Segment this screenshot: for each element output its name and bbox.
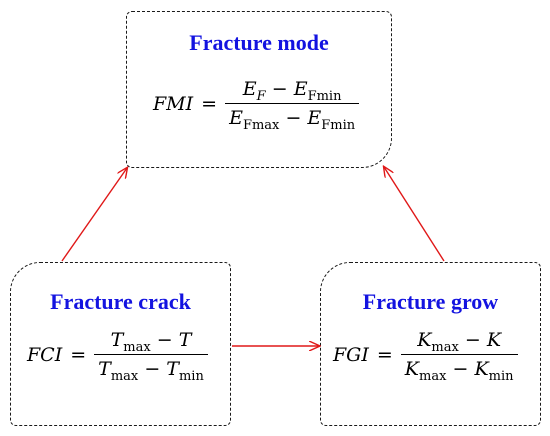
subscript: Fmin — [307, 89, 342, 104]
symbol-k: K — [404, 358, 419, 380]
fci-formula: FCI = Tmax − T Tmax − Tmin — [27, 329, 208, 383]
fmi-denominator: EFmax − EFmin — [225, 103, 360, 132]
subscript: min — [178, 369, 204, 384]
symbol-t: T — [178, 329, 192, 351]
subscript: max — [431, 340, 459, 355]
subscript: Fmin — [321, 118, 356, 133]
fmi-formula: FMI = EF − EFmin EFmax − EFmin — [153, 78, 360, 132]
subscript: min — [488, 369, 514, 384]
minus-sign: − — [285, 107, 302, 129]
subscript: Fmax — [242, 118, 280, 133]
subscript: max — [110, 369, 139, 384]
equals-sign: = — [70, 343, 87, 366]
fmi-numerator: EF − EFmin — [239, 78, 346, 103]
symbol-e: E — [229, 107, 243, 129]
fmi-label: FMI — [153, 92, 194, 115]
arrow-grow-to-mode — [384, 167, 445, 262]
symbol-e: E — [293, 78, 308, 100]
fracture-crack-box: Fracture crack FCI = Tmax − T Tmax − Tmi… — [10, 262, 231, 426]
minus-sign: − — [452, 358, 469, 380]
fgi-fraction: Kmax − K Kmax − Kmin — [400, 329, 518, 383]
symbol-t: T — [110, 329, 124, 351]
fci-label: FCI — [27, 343, 63, 366]
fracture-mode-title: Fracture mode — [189, 30, 329, 55]
subscript: F — [256, 89, 266, 104]
symbol-e: E — [242, 78, 257, 100]
fracture-crack-title: Fracture crack — [50, 289, 191, 314]
fci-fraction: Tmax − T Tmax − Tmin — [94, 329, 208, 383]
fgi-denominator: Kmax − Kmin — [400, 354, 518, 383]
arrow-crack-to-mode — [61, 168, 127, 262]
subscript: max — [419, 369, 447, 384]
symbol-t: T — [98, 358, 111, 380]
fracture-grow-box: Fracture grow FGI = Kmax − K Kmax − Kmin — [320, 262, 541, 426]
minus-sign: − — [271, 78, 288, 100]
minus-sign: − — [464, 329, 481, 351]
fci-numerator: Tmax − T — [107, 329, 196, 354]
equals-sign: = — [201, 92, 218, 115]
symbol-t: T — [166, 358, 179, 380]
fracture-mode-box: Fracture mode FMI = EF − EFmin EFmax − E… — [126, 11, 392, 168]
fgi-numerator: Kmax − K — [413, 329, 505, 354]
subscript: max — [123, 340, 151, 355]
symbol-k: K — [474, 358, 489, 380]
fgi-label: FGI — [333, 343, 369, 366]
symbol-k: K — [486, 329, 502, 351]
fgi-formula: FGI = Kmax − K Kmax − Kmin — [333, 329, 518, 383]
fci-denominator: Tmax − Tmin — [94, 354, 208, 383]
minus-sign: − — [156, 329, 173, 351]
symbol-k: K — [417, 329, 432, 351]
symbol-e: E — [307, 107, 322, 129]
fmi-fraction: EF − EFmin EFmax − EFmin — [225, 78, 360, 132]
fracture-grow-title: Fracture grow — [362, 289, 499, 314]
minus-sign: − — [144, 358, 161, 380]
equals-sign: = — [376, 343, 393, 366]
